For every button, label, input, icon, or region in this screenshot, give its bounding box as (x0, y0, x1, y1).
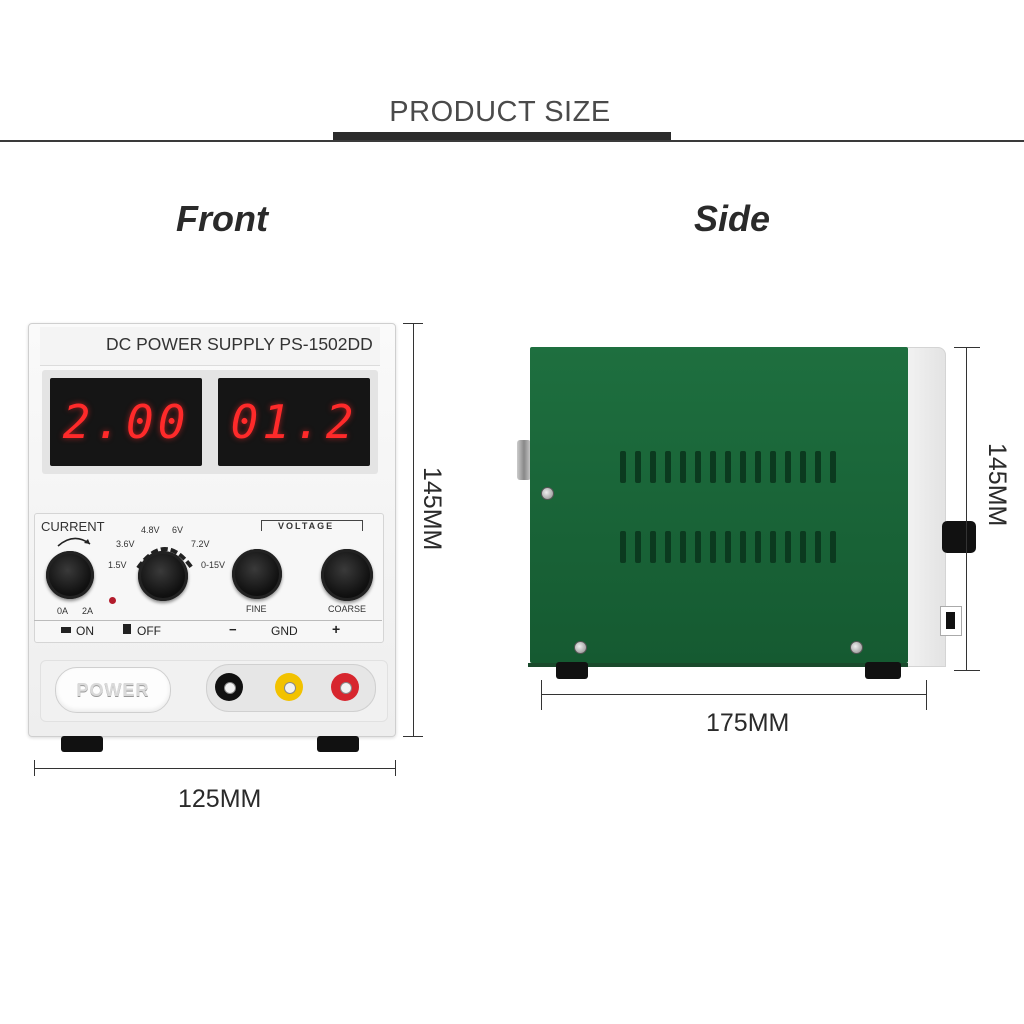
fine-label: FINE (246, 604, 267, 614)
side-depth-tick-right (926, 680, 927, 710)
on-label: ON (76, 624, 94, 638)
current-arc-arrow-icon (57, 537, 91, 547)
side-power-switch (940, 606, 962, 636)
front-view-label: Front (176, 198, 268, 239)
front-width-tick-left (34, 760, 35, 776)
front-height-label: 145MM (418, 467, 446, 551)
voltage-bracket (261, 520, 363, 531)
coarse-knob[interactable] (321, 549, 373, 601)
fine-knob[interactable] (232, 549, 282, 599)
current-knob[interactable] (46, 551, 94, 599)
screw-icon (541, 487, 554, 500)
current-max-label: 2A (82, 606, 94, 616)
model-label: DC POWER SUPPLY PS-1502DD (106, 334, 373, 354)
side-height-tick-top (954, 347, 980, 348)
voltage-range-knob[interactable] (138, 551, 188, 601)
minus-label: − (229, 622, 237, 637)
coarse-label: COARSE (328, 604, 367, 614)
front-width-line (34, 768, 396, 769)
side-base-edge (528, 663, 908, 667)
panel-divider (34, 620, 382, 621)
side-protruding-knob (517, 440, 531, 480)
side-height-label: 145MM (983, 443, 1011, 527)
front-foot-left (61, 736, 103, 752)
side-depth-line (541, 694, 927, 695)
side-green-housing (530, 347, 908, 663)
side-foot-left (556, 662, 588, 679)
terminal-positive[interactable] (331, 673, 359, 701)
terminal-negative[interactable] (215, 673, 243, 701)
vent-row-top (620, 451, 836, 483)
voltage-label: VOLTAGE (275, 521, 338, 531)
front-height-line (413, 323, 414, 737)
front-height-tick-top (403, 323, 423, 324)
front-top-strip (40, 327, 380, 366)
voltage-step-3: 4.8V (141, 525, 160, 535)
power-button[interactable]: POWER (55, 667, 171, 713)
screw-icon (850, 641, 863, 654)
on-switch-icon (61, 627, 71, 633)
off-switch-icon (123, 624, 131, 634)
plus-label: + (332, 621, 341, 637)
side-height-line (966, 347, 967, 671)
voltage-display: 01.2 (218, 378, 370, 466)
voltage-step-2: 3.6V (116, 539, 135, 549)
front-height-tick-bottom (403, 736, 423, 737)
voltage-step-6: 0-15V (201, 560, 226, 570)
voltage-step-1: 1.5V (108, 560, 127, 570)
voltage-range-arc (136, 547, 194, 570)
current-min-label: 0A (57, 606, 69, 616)
current-label: CURRENT (41, 519, 105, 534)
vent-row-bottom (620, 531, 836, 563)
front-width-label: 125MM (178, 785, 262, 813)
gnd-label: GND (271, 624, 298, 638)
header-divider (0, 140, 1024, 142)
section-title: PRODUCT SIZE (389, 96, 611, 128)
off-label: OFF (137, 624, 161, 638)
screw-icon (574, 641, 587, 654)
terminal-gnd[interactable] (275, 673, 303, 701)
voltage-step-5: 7.2V (191, 539, 210, 549)
side-view-label: Side (694, 198, 771, 239)
indicator-led (109, 597, 116, 604)
side-depth-tick-left (541, 680, 542, 710)
side-depth-label: 175MM (706, 709, 790, 737)
front-foot-right (317, 736, 359, 752)
header-accent-bar (333, 132, 671, 140)
voltage-step-4: 6V (172, 525, 184, 535)
side-foot-right (865, 662, 901, 679)
front-width-tick-right (395, 760, 396, 776)
current-display: 2.00 (50, 378, 202, 466)
side-knob (942, 521, 976, 553)
side-height-tick-bottom (954, 670, 980, 671)
